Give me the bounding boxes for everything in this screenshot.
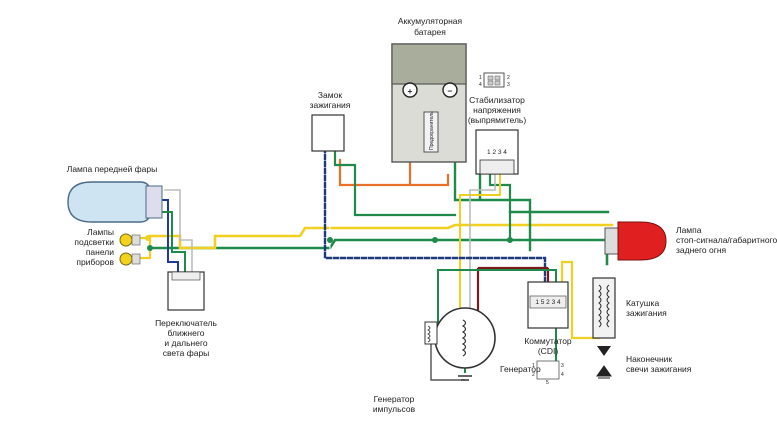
junctions xyxy=(145,235,513,251)
fuse-label: Предохранитель xyxy=(429,111,435,150)
dash-lamps-label-4: приборов xyxy=(76,257,114,267)
lock-green xyxy=(333,146,457,217)
cdi-green-yellow xyxy=(437,269,557,331)
dash-lamps-label-2: подсветки xyxy=(74,237,114,247)
battery-minus-icon xyxy=(442,82,458,98)
cdi-yellow-dash xyxy=(560,260,602,340)
coil-winding xyxy=(598,284,602,328)
tail-lamp-label-3: заднего огня xyxy=(676,245,727,255)
regulator-pins: 1 2 3 4 xyxy=(487,149,507,156)
green-ground-wire xyxy=(148,238,609,266)
coil-label-2: зажигания xyxy=(626,308,667,318)
battery: + − Предохранитель Аккумуляторная батаре… xyxy=(391,16,467,163)
battery-label-2: батарея xyxy=(414,27,446,37)
ignition-lock-label-1: Замок xyxy=(318,90,342,100)
pulse-generator: Генератор импульсов xyxy=(373,321,465,414)
pulse-gen-ground xyxy=(430,344,465,381)
switch-label-2: ближнего xyxy=(168,328,205,338)
battery-top xyxy=(391,43,467,85)
regulator: 1 2 3 4 Стабилизатор напряжения (выпрями… xyxy=(468,95,527,175)
switch-label-3: и дальнего xyxy=(164,338,208,348)
cdi-connector-grid xyxy=(536,360,560,380)
headlamp-socket xyxy=(145,185,163,219)
regulator-plug xyxy=(479,159,515,175)
headlamp-blue xyxy=(157,199,179,273)
junction-dot xyxy=(327,237,333,243)
cdi-unit: 1 5 2 3 4 Коммутатор (CDI) 1 2 3 4 5 xyxy=(524,281,572,386)
tail-lamp: Лампа стоп-сигнала/габаритного заднего о… xyxy=(604,221,777,261)
tail-lamp-bulb xyxy=(617,221,667,261)
regulator-wire-white xyxy=(469,172,496,313)
headlamp-green xyxy=(159,211,186,273)
cdi-label-1: Коммутатор xyxy=(524,336,572,346)
junction-dot xyxy=(507,237,513,243)
pulse-gen-body xyxy=(424,321,438,345)
cdi-plug xyxy=(529,295,567,309)
headlamp-bulb xyxy=(67,181,151,223)
dash-lamps-label-1: Лампы xyxy=(87,227,114,237)
ignition-coil: Катушка зажигания Наконечник свечи зажиг… xyxy=(592,277,692,379)
coil-body xyxy=(592,277,616,339)
junction-dot xyxy=(145,235,151,241)
cdi-grid-5: 5 xyxy=(546,380,549,386)
regulator-wire-yellow xyxy=(459,172,501,313)
coil-label-1: Катушка xyxy=(626,298,659,308)
connector-pin-c: 1 xyxy=(479,75,482,81)
connector-icon: 2 3 1 4 xyxy=(479,72,510,88)
generator-body xyxy=(434,307,496,369)
tail-lamp-label-1: Лампа xyxy=(676,225,702,235)
cdi-grid-3: 3 xyxy=(561,363,564,369)
cdi-black-red xyxy=(476,266,550,342)
ignition-lock: Замок зажигания xyxy=(310,90,351,152)
yellow-wire xyxy=(148,223,614,250)
connector-pin-b: 3 xyxy=(507,82,510,88)
battery-minus-sign: − xyxy=(448,86,453,96)
cdi-grid-1: 1 xyxy=(532,363,535,369)
pulse-gen-winding xyxy=(427,325,431,343)
battery-label-1: Аккумуляторная xyxy=(398,16,463,26)
connector-body xyxy=(483,72,505,88)
connector-pin-a: 2 xyxy=(507,75,510,81)
dash-lamps: Лампы подсветки панели приборов xyxy=(74,227,141,267)
ignition-lock-label-2: зажигания xyxy=(310,100,351,110)
dash-lamp-icon xyxy=(119,233,133,247)
fuse-body xyxy=(423,111,439,153)
junction-dot xyxy=(147,245,153,251)
tail-lamp-label-2: стоп-сигнала/габаритного xyxy=(676,235,777,245)
cdi-label-2: (CDI) xyxy=(538,346,558,356)
switch-label-4: света фары xyxy=(163,348,210,358)
connector-pin-d: 4 xyxy=(479,82,482,88)
ignition-lock-box xyxy=(311,114,345,152)
regulator-label-3: (выпрямитель) xyxy=(468,115,527,125)
regulator-label-2: напряжения xyxy=(473,105,521,115)
spark-cap-icon xyxy=(597,346,611,356)
light-switch: Переключатель ближнего и дальнего света … xyxy=(155,271,217,358)
cdi-grid-2: 2 xyxy=(532,372,535,378)
battery-plus-icon xyxy=(402,82,418,98)
switch-plug xyxy=(171,271,201,281)
headlamp: Лампа передней фары xyxy=(67,164,163,223)
lock-wire-dashed-2 xyxy=(329,147,549,256)
battery-plus-sign: + xyxy=(408,86,413,96)
dash-lamp-icon xyxy=(119,252,133,266)
switch-label-1: Переключатель xyxy=(155,318,217,328)
spark-cap-label-2: свечи зажигания xyxy=(626,364,692,374)
dash-lamps-label-3: панели xyxy=(86,247,114,257)
pulse-gen-label-1: Генератор xyxy=(374,394,415,404)
regulator-label-1: Стабилизатор xyxy=(469,95,525,105)
ground-arrow-icon xyxy=(596,365,612,379)
cdi-pins: 1 5 2 3 4 xyxy=(535,299,561,306)
coil-winding-2 xyxy=(606,284,610,328)
spark-cap-label-1: Наконечник xyxy=(626,354,672,364)
headlamp-white xyxy=(164,189,193,273)
pulse-gen-label-2: импульсов xyxy=(373,404,416,414)
generator-label: Генератор xyxy=(500,364,541,374)
tail-lamp-socket xyxy=(604,227,620,255)
cdi-grid-4: 4 xyxy=(561,372,564,378)
headlamp-label: Лампа передней фары xyxy=(67,164,158,174)
generator-winding xyxy=(461,319,467,357)
junction-dot xyxy=(432,237,438,243)
